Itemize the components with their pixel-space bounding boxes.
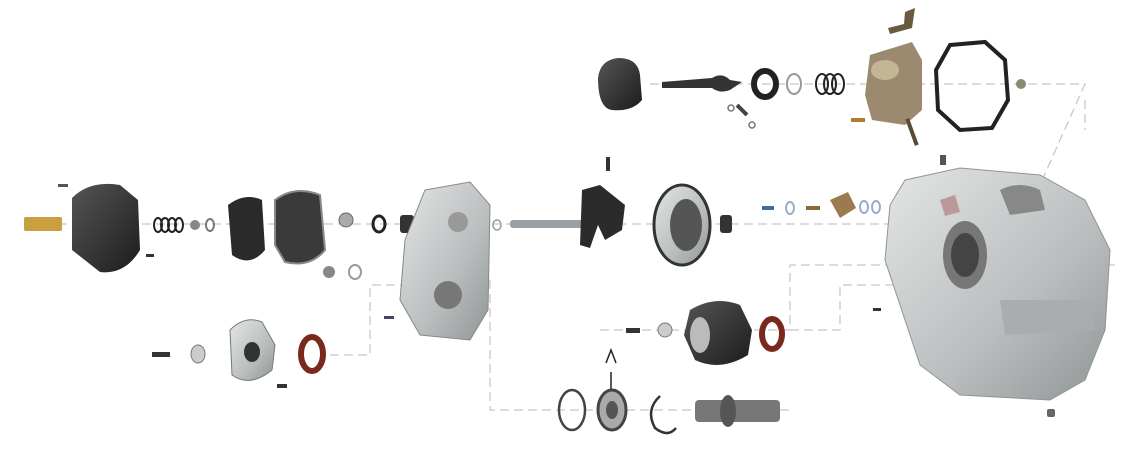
oil-seal [298,334,326,374]
small-ring [727,104,735,112]
bolt [277,384,287,388]
shift-fork-assembly [492,183,881,267]
spring-pin [735,103,749,117]
output-shaft [695,400,780,422]
screw [58,184,68,187]
bearing-arrow [605,347,617,364]
washer [657,322,673,338]
pump-cover [72,183,140,273]
transfer-case-housing [884,167,1111,401]
bolt [806,206,820,210]
shift-cover-plate [830,192,856,218]
o-ring [348,264,362,280]
rubber-boot [598,58,642,111]
output-shaft-assembly [557,301,785,435]
top-assembly [598,8,1026,171]
shift-lever-shaft [662,75,742,92]
oil-pump-assembly [24,183,414,280]
bolt [851,118,865,122]
bolt [152,352,170,357]
screw [384,316,394,319]
plug [1016,79,1026,89]
washer [338,212,354,228]
o-ring [786,73,802,95]
o-ring [871,200,881,214]
drain-plug [1047,409,1055,417]
small-ring [748,121,756,129]
dowel-pin [905,118,919,146]
o-ring [859,200,869,214]
pump-housing [274,190,327,265]
roll-pin [606,157,610,171]
gasket [933,39,1011,133]
washer [190,344,206,364]
ball [190,220,200,230]
spring [815,73,845,95]
retaining-clip [649,395,677,435]
o-ring [371,214,387,234]
shift-fork [580,185,625,248]
screw [146,254,154,257]
shift-tower-housing [865,42,922,125]
dowel [940,155,946,165]
shift-rail [510,220,590,228]
shaft-seal [751,68,779,100]
nut [323,266,335,278]
screw [873,308,881,311]
pump-gear [228,196,265,261]
o-ring [785,201,795,215]
front-case-plate [399,181,491,341]
brass-fitting [24,217,62,231]
o-ring [492,219,502,231]
bolt [626,328,640,333]
snap-ring [557,388,587,432]
bushing [720,215,732,233]
washer [205,218,215,232]
screw [762,206,774,210]
oil-seal [759,316,785,352]
bracket [888,8,915,34]
output-flange-assembly [152,316,394,388]
pump-spring [153,217,184,233]
